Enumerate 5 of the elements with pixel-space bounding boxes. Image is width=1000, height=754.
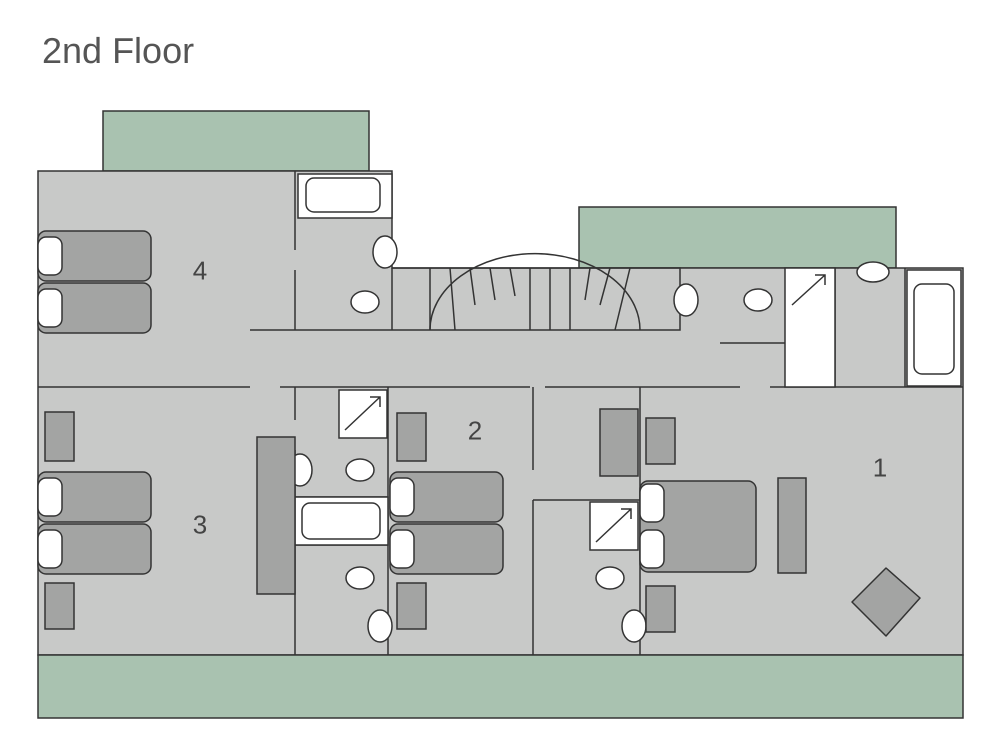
room-number: 1 [872,452,888,484]
room-number: 2 [468,416,482,446]
room-number: 3 [192,510,208,540]
room-number: 4 [192,256,208,286]
plan-title: 2nd Floor [42,30,194,72]
